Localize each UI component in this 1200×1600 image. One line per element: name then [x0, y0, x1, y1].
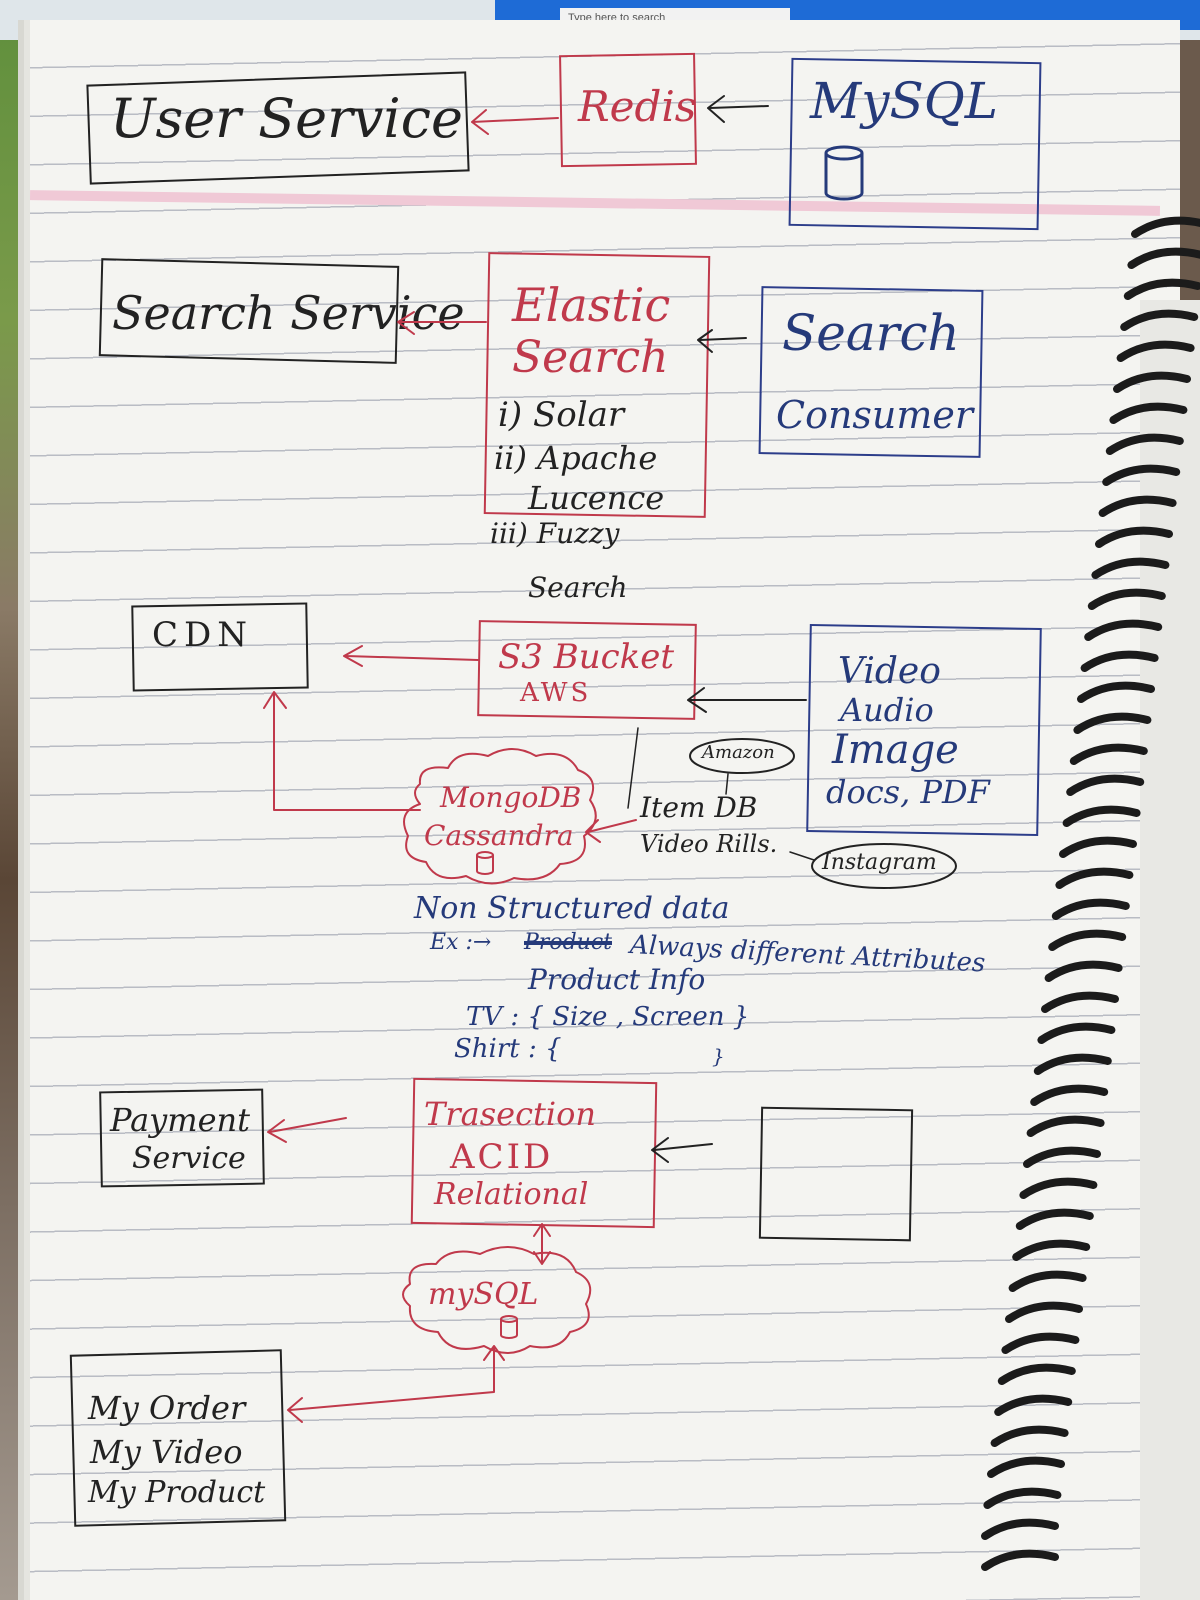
item-db-label: Item DB [640, 791, 758, 824]
elastic-item-fuzzy-search: Search [528, 571, 628, 604]
video-reels-label: Video Rills. [640, 830, 778, 858]
spiral-coil [1055, 867, 1134, 889]
spiral-coil [1023, 1146, 1101, 1168]
my-product-label: My Product [88, 1475, 266, 1510]
spiral-coil [1033, 1053, 1112, 1075]
media-line-image: Image [832, 727, 959, 773]
spiral-coil [1109, 402, 1188, 424]
my-order-label: My Order [88, 1389, 246, 1427]
database-icon [476, 851, 494, 875]
spiral-coil [1019, 1177, 1098, 1199]
spiral-coil [1012, 1239, 1091, 1261]
mysql-cloud-label: mySQL [428, 1277, 539, 1312]
spiral-coil [1026, 1115, 1105, 1137]
spiral-coil [1080, 650, 1159, 672]
spiral-coil [1030, 1084, 1109, 1106]
spiral-coil [1005, 1301, 1083, 1323]
spiral-coil [990, 1425, 1069, 1447]
spiral-coil [1051, 898, 1130, 920]
spiral-binding [981, 216, 1200, 1571]
mongo-cloud-line1: MongoDB [440, 781, 582, 814]
search-consumer-line2: Consumer [776, 393, 974, 437]
spiral-coil [1066, 774, 1145, 796]
note-example-prefix: Ex :→ [430, 930, 492, 955]
amazon-label: Amazon [702, 742, 775, 763]
my-video-label: My Video [90, 1433, 243, 1471]
spiral-coil [981, 1549, 1059, 1571]
media-line-audio: Audio [840, 691, 934, 729]
note-non-structured: Non Structured data [414, 891, 730, 926]
redis-label: Redis [578, 82, 697, 131]
notebook-page [30, 20, 1180, 1600]
note-shirt-close: } [712, 1044, 725, 1068]
note-tv: TV : { Size , Screen } [466, 1002, 750, 1032]
spiral-coil [994, 1394, 1073, 1416]
spiral-coil [1069, 743, 1148, 765]
database-icon [500, 1315, 518, 1339]
search-consumer-line1: Search [782, 304, 960, 362]
spiral-coil [1087, 588, 1166, 610]
elastic-item-apache: ii) Apache [494, 439, 658, 477]
spiral-coil [1008, 1270, 1087, 1292]
spiral-coil [1044, 960, 1123, 982]
mongo-cloud-line2: Cassandra [424, 819, 574, 852]
spiral-coil [1127, 247, 1200, 269]
elastic-title-line1: Elastic [512, 278, 671, 332]
elastic-item-solar: i) Solar [498, 395, 625, 435]
note-struck-product: Product [524, 930, 612, 955]
transaction-line2: ACID [450, 1137, 554, 1177]
mysql-top-label: MySQL [810, 72, 998, 130]
transaction-line1: Trasection [424, 1095, 596, 1133]
next-page-edge [1140, 300, 1200, 1600]
spiral-coil [1077, 681, 1155, 703]
spiral-coil [1084, 619, 1163, 641]
spiral-coil [1131, 216, 1200, 238]
transaction-line3: Relational [434, 1177, 589, 1212]
spiral-coil [1105, 433, 1184, 455]
s3-line2: AWS [520, 678, 592, 708]
media-line-video: Video [838, 651, 941, 692]
elastic-item-fuzzy: iii) Fuzzy [490, 517, 620, 550]
spiral-coil [1048, 929, 1127, 951]
spiral-coil [1001, 1332, 1080, 1354]
spiral-coil [1095, 526, 1173, 548]
payment-service-line2: Service [132, 1141, 246, 1176]
spiral-coil [1041, 991, 1119, 1013]
spiral-coil [1015, 1208, 1094, 1230]
elastic-title-line2: Search [512, 332, 669, 383]
elastic-item-lucene: Lucence [528, 479, 665, 517]
spiral-coil [983, 1487, 1062, 1509]
payment-service-line1: Payment [110, 1101, 250, 1139]
spiral-coil [981, 1518, 1059, 1540]
spiral-coil [1062, 805, 1141, 827]
empty-box [758, 1106, 914, 1242]
instagram-label: Instagram [822, 850, 937, 875]
spiral-coil [1098, 495, 1177, 517]
spiral-coil [997, 1363, 1076, 1385]
search-service-label: Search Service [112, 286, 465, 340]
spiral-coil [1123, 278, 1200, 300]
s3-line1: S3 Bucket [498, 637, 675, 677]
spiral-coil [987, 1456, 1065, 1478]
spiral-coil [1059, 836, 1137, 858]
user-service-label: User Service [110, 87, 463, 150]
cdn-label: CDN [152, 615, 254, 655]
spiral-coil [1116, 340, 1195, 362]
spiral-coil [1037, 1022, 1116, 1044]
media-line-docs: docs, PDF [826, 773, 990, 811]
spiral-coil [1113, 371, 1191, 393]
spiral-coil [1073, 712, 1152, 734]
note-product-info: Product Info [528, 963, 706, 996]
database-icon [824, 145, 864, 201]
spiral-coil [1120, 309, 1199, 331]
spiral-coil [1102, 464, 1181, 486]
note-shirt: Shirt : { [454, 1034, 562, 1064]
spiral-coil [1091, 557, 1170, 579]
